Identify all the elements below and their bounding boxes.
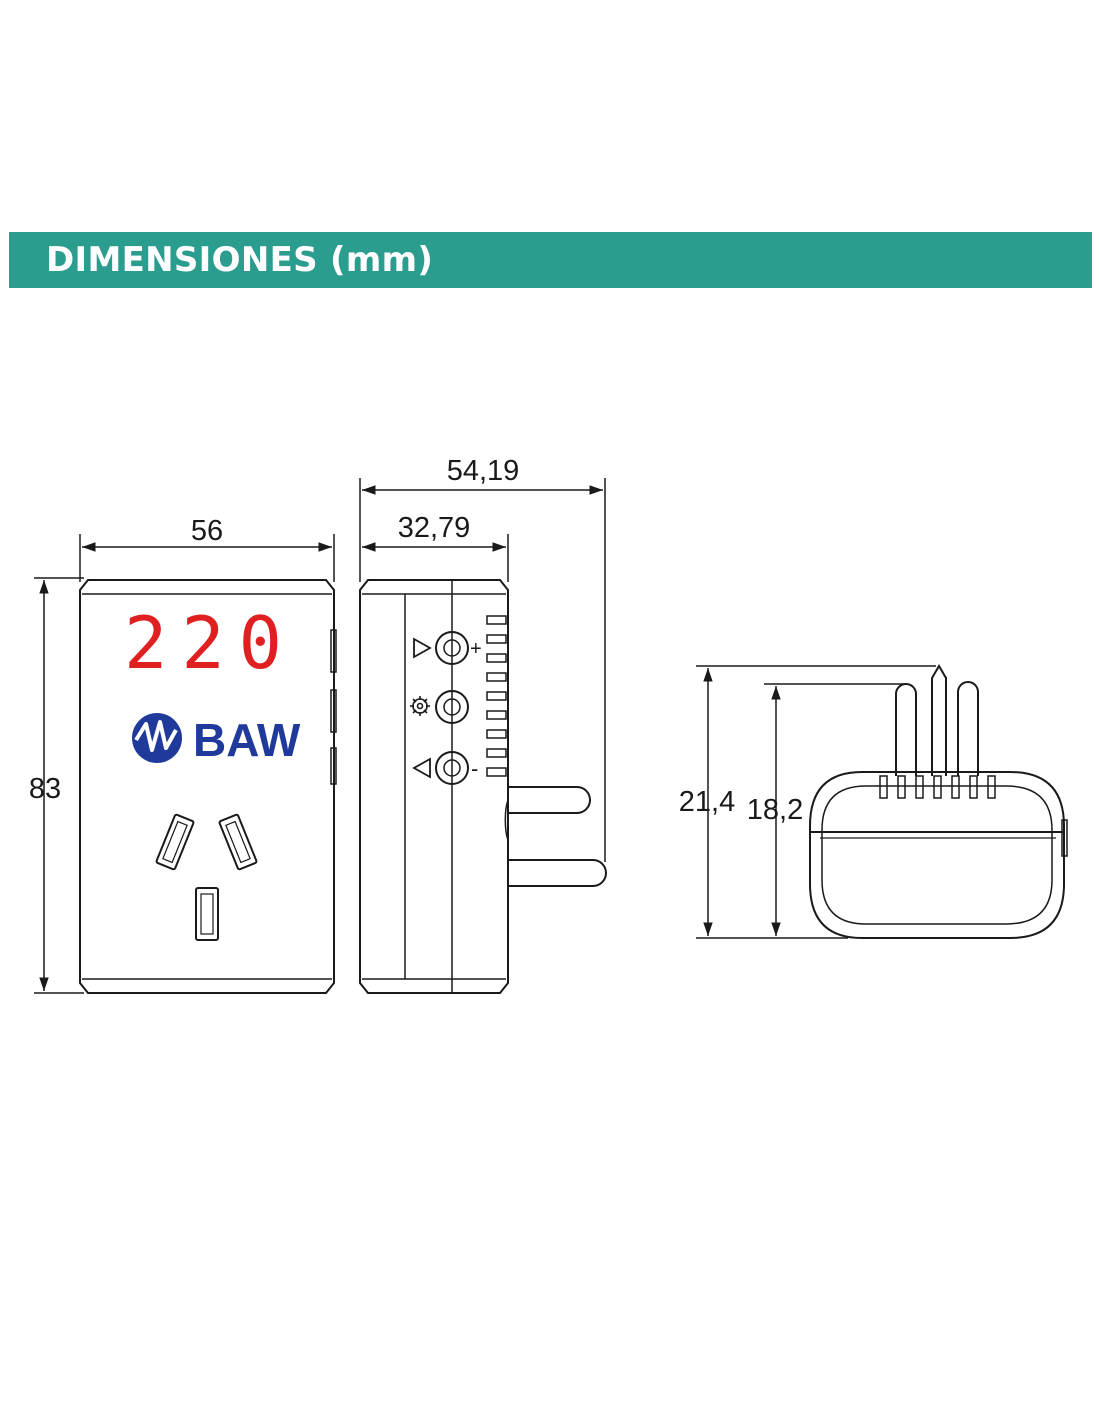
side-plug-pin-lower <box>508 859 607 887</box>
side-depth-total-dimension <box>359 478 606 862</box>
brand-logo: BAW <box>132 713 301 766</box>
page-title: DIMENSIONES (mm) <box>46 240 434 280</box>
side-plug-pin-upper <box>508 786 591 814</box>
top-side-button <box>1061 819 1068 857</box>
brand-name: BAW <box>193 714 301 766</box>
top-height-inner-dimension <box>764 683 906 936</box>
front-width-dimension <box>79 534 335 582</box>
front-body-outline <box>79 579 335 994</box>
side-button-minus-label: - <box>471 756 478 781</box>
top-body-inner <box>821 785 1053 925</box>
voltage-display: 220 <box>124 601 296 685</box>
header-band: DIMENSIONES (mm) <box>9 232 1092 288</box>
side-button-minus <box>435 751 469 785</box>
top-body-outline <box>809 771 1065 939</box>
gear-icon <box>410 696 430 716</box>
top-height-outer-dimension <box>696 665 936 939</box>
front-width-label: 56 <box>191 515 223 547</box>
side-button-plus-label: + <box>470 638 482 660</box>
top-vent-slots <box>879 775 996 799</box>
side-button-set <box>435 690 469 724</box>
side-button-top <box>330 629 337 673</box>
top-view <box>809 664 1068 939</box>
top-plug-pin-right <box>957 681 979 776</box>
socket-hole-left <box>155 813 195 871</box>
socket-hole-ground <box>195 887 219 941</box>
front-height-label: 83 <box>29 773 61 805</box>
side-depth-total-label: 54,19 <box>447 455 520 487</box>
front-view <box>79 579 337 994</box>
side-button-bottom <box>330 747 337 785</box>
play-right-icon <box>413 637 432 659</box>
socket-hole-right <box>218 813 258 871</box>
front-height-dimension <box>34 577 84 994</box>
play-left-icon <box>412 757 431 779</box>
side-plug-base <box>504 799 509 841</box>
side-depth-body-label: 32,79 <box>398 512 471 544</box>
top-height-inner-label: 18,2 <box>747 794 803 826</box>
side-view <box>359 579 607 994</box>
side-vent-slots <box>486 615 507 777</box>
side-depth-body-dimension <box>362 534 509 582</box>
side-button-middle <box>330 689 337 733</box>
top-plug-pin-left <box>895 683 917 776</box>
top-height-outer-label: 21,4 <box>679 786 735 818</box>
top-plug-pin-ground <box>931 664 947 776</box>
side-body-outline <box>359 579 509 994</box>
side-button-plus <box>435 631 469 665</box>
